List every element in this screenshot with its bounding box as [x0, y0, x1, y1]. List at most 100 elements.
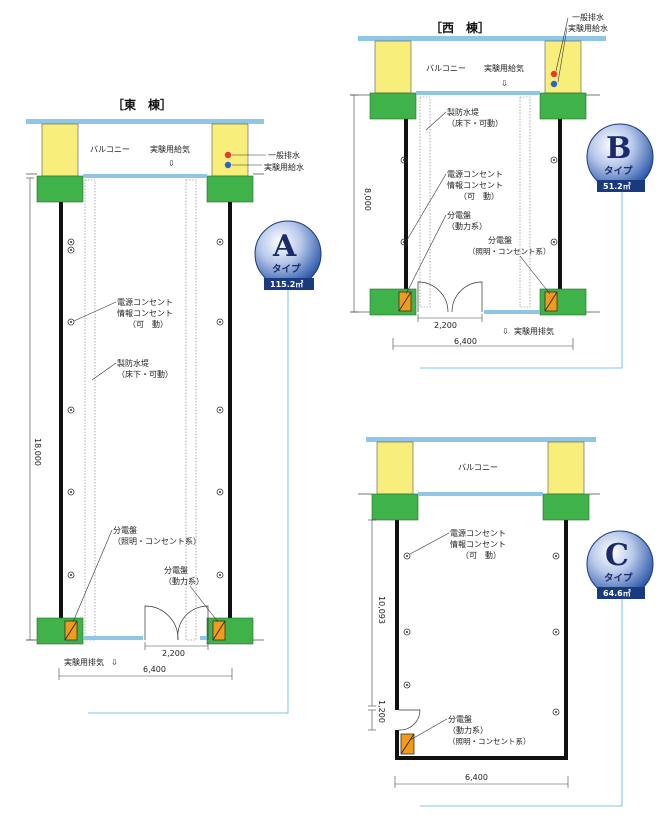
type-a-label: タイプ	[272, 263, 301, 275]
type-a-letter: A	[272, 229, 297, 264]
west-top-beam	[358, 36, 606, 41]
east-column-top-right	[211, 123, 249, 177]
outlet-icon	[400, 156, 408, 164]
east-badge-leader	[88, 290, 289, 714]
east-column-top-left	[41, 123, 79, 177]
east-panel-power-label-1: 分電盤	[164, 565, 188, 575]
west-dike-label-1: 製防水堤	[447, 107, 479, 117]
outlet-icon	[550, 238, 558, 246]
east-drain-dot-icon	[224, 151, 232, 159]
outlet-icon	[67, 488, 75, 496]
east-top-beam	[26, 119, 264, 124]
c-dim-height: 10,093	[377, 596, 386, 624]
east-dike-label-2: （床下・可動）	[117, 369, 173, 379]
c-wall-bottom	[395, 756, 568, 760]
east-wall-left	[59, 202, 63, 620]
c-panel-label-3: （照明・コンセント系）	[448, 736, 531, 746]
type-c-area: 64.6㎡	[603, 588, 631, 598]
east-panel-lighting-label-2: （照明・コンセント系）	[113, 536, 201, 546]
east-outlets	[67, 238, 224, 579]
west-column-top-left	[374, 40, 412, 94]
east-wing-header: ［東 棟］	[112, 97, 172, 112]
west-dim-door: 2,200	[434, 321, 457, 330]
east-water-supply-label: 実験用給水	[264, 162, 304, 172]
outlet-icon	[67, 238, 75, 254]
west-wing-header: ［西 棟］	[430, 20, 490, 35]
type-c-badge: C タイプ 64.6㎡	[586, 530, 654, 599]
west-exhaust-arrow-icon: ⇩	[502, 327, 509, 336]
west-panel-lighting-label-2: （照明・コンセント系）	[468, 246, 551, 256]
west-capital-right	[539, 92, 587, 120]
c-balcony-label: バルコニー	[458, 463, 498, 472]
east-drain-label: 一般排水	[268, 150, 300, 160]
west-wing-plan: ［西 棟］ バルコニー 実験用給気 ⇩ 一般排水 実験用給水	[350, 12, 654, 369]
west-column-top-right	[544, 40, 582, 94]
east-capital-left	[36, 175, 84, 203]
west-wall-left	[404, 119, 408, 289]
c-outlet-label-3: （可 動）	[461, 551, 501, 560]
east-exhaust-label: 実験用排気	[64, 657, 104, 667]
east-water-dot-icon	[224, 161, 232, 169]
west-panel-power-label-2: （動力系）	[447, 221, 487, 231]
east-dim-door: 2,200	[162, 649, 185, 658]
c-panel-label-1: 分電盤	[448, 714, 472, 724]
outlet-icon	[403, 681, 411, 689]
c-panel-label-2: （動力系）	[448, 725, 488, 735]
outlet-icon	[216, 571, 224, 579]
east-outlet-label-3: （可 動）	[128, 320, 168, 329]
west-panel-power-label-1: 分電盤	[447, 210, 471, 220]
east-outlet-label-1: 電源コンセント	[117, 298, 173, 307]
c-outlet-label-2: 情報コンセント	[450, 539, 506, 549]
c-dim-door: 1,200	[377, 700, 386, 723]
east-dike-left	[84, 179, 96, 641]
c-top-beam	[366, 437, 596, 442]
c-capital-right	[542, 493, 590, 521]
east-panel-lighting-label-1: 分電盤	[113, 525, 137, 535]
west-air-supply-label: 実験用給気	[484, 63, 524, 73]
west-outlet-label-2: 情報コンセント	[447, 180, 503, 190]
outlet-icon	[216, 488, 224, 496]
west-badge-leader	[420, 192, 623, 369]
east-air-supply-arrow-icon: ⇩	[168, 159, 175, 168]
outlet-icon	[67, 406, 75, 414]
west-front-beam	[416, 91, 540, 95]
east-wing-plan: ［東 棟］ バルコニー 実験用給気 ⇩ 一般排水 実験用給水	[26, 97, 322, 714]
west-exhaust-label: 実験用排気	[514, 326, 554, 336]
east-dike-right	[185, 179, 197, 641]
outlet-icon	[403, 552, 411, 560]
west-water-dot-icon	[550, 80, 558, 88]
type-c-label: タイプ	[604, 572, 633, 584]
east-front-beam	[83, 174, 207, 178]
outlet-icon	[216, 238, 224, 246]
type-b-badge: B タイプ 51.2㎡	[586, 123, 654, 192]
east-capital-right	[206, 175, 254, 203]
west-dike-left	[419, 96, 431, 308]
west-capital-left	[369, 92, 417, 120]
east-air-supply-label: 実験用給気	[150, 144, 190, 154]
type-a-area: 115.2㎡	[270, 279, 303, 289]
c-front-beam	[418, 492, 543, 496]
c-wall-left-bottom	[395, 730, 399, 760]
east-outlet-label-2: 情報コンセント	[117, 308, 173, 318]
east-dike-label-1: 製防水堤	[117, 358, 149, 368]
type-c-plan: バルコニー 電源コンセント 情報コンセント （可 動） 分電盤 （動力系） （照…	[358, 437, 654, 807]
west-water-supply-label: 実験用給水	[568, 23, 608, 33]
type-b-area: 51.2㎡	[603, 181, 631, 191]
east-dim-width: 6,400	[143, 665, 166, 674]
east-panel-power-label-2: （動力系）	[164, 576, 204, 586]
west-outlets	[400, 156, 558, 246]
east-balcony-label: バルコニー	[90, 145, 130, 154]
outlet-icon	[67, 318, 75, 326]
west-outlet-label-1: 電源コンセント	[447, 170, 503, 179]
outlet-icon	[552, 708, 560, 716]
west-outlet-label-3: （可 動）	[459, 192, 499, 201]
west-dim-width: 6,400	[454, 337, 477, 346]
c-badge-leader	[420, 598, 623, 807]
west-air-supply-arrow-icon: ⇩	[501, 79, 508, 88]
west-balcony-label: バルコニー	[426, 64, 466, 73]
east-dim-height: 18,000	[33, 438, 42, 466]
c-column-top-left	[376, 441, 414, 495]
outlet-icon	[550, 156, 558, 164]
west-dike-right	[519, 96, 531, 308]
outlet-icon	[403, 628, 411, 636]
